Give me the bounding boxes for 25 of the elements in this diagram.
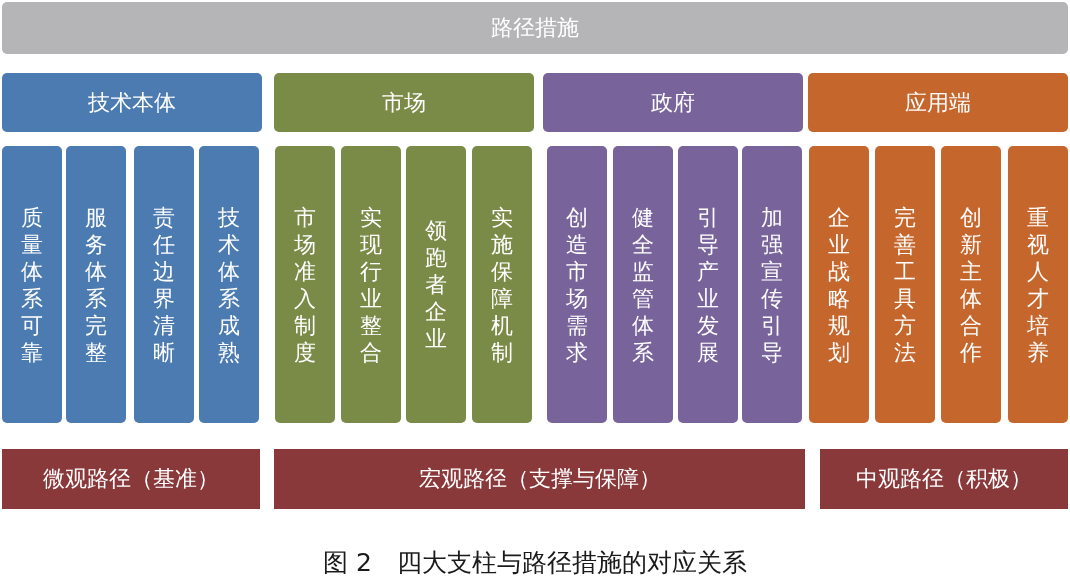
category-header: 政府 bbox=[543, 73, 803, 132]
category-header: 市场 bbox=[274, 73, 534, 132]
figure-caption: 图 2 四大支柱与路径措施的对应关系 bbox=[323, 548, 747, 578]
measure-column: 领跑者企业 bbox=[406, 146, 466, 423]
title-band: 路径措施 bbox=[2, 2, 1068, 54]
measure-column: 创新主体合作 bbox=[941, 146, 1001, 423]
measure-column: 完善工具方法 bbox=[875, 146, 935, 423]
measure-column: 市场准入制度 bbox=[275, 146, 335, 423]
category-header: 技术本体 bbox=[2, 73, 262, 132]
measure-column: 加强宣传引导 bbox=[742, 146, 802, 423]
measure-column: 实施保障机制 bbox=[472, 146, 532, 423]
measure-column: 企业战略规划 bbox=[809, 146, 869, 423]
measure-column: 责任边界清晰 bbox=[134, 146, 194, 423]
measure-column: 实现行业整合 bbox=[341, 146, 401, 423]
measure-column: 重视人才培养 bbox=[1008, 146, 1068, 423]
measure-column: 健全监管体系 bbox=[613, 146, 673, 423]
measure-column: 创造市场需求 bbox=[547, 146, 607, 423]
category-header: 应用端 bbox=[808, 73, 1068, 132]
path-band: 微观路径（基准） bbox=[2, 449, 260, 509]
path-band: 中观路径（积极） bbox=[820, 449, 1068, 509]
path-band: 宏观路径（支撑与保障） bbox=[274, 449, 805, 509]
measure-column: 技术体系成熟 bbox=[199, 146, 259, 423]
measure-column: 服务体系完整 bbox=[66, 146, 126, 423]
measure-column: 质量体系可靠 bbox=[2, 146, 62, 423]
measure-column: 引导产业发展 bbox=[678, 146, 738, 423]
